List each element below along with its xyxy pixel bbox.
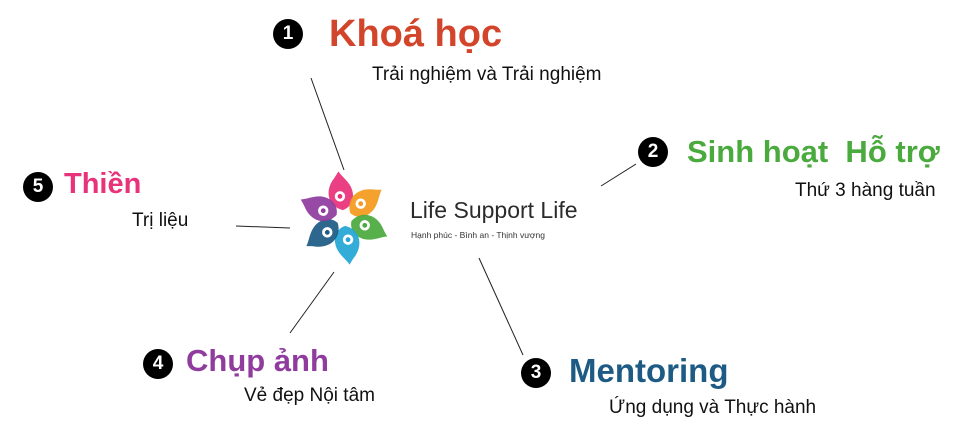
item-subtitle-5: Trị liệu	[132, 210, 189, 231]
item-subtitle-4: Vẻ đẹp Nội tâm	[244, 385, 375, 406]
connector-line-4	[289, 271, 335, 334]
item-subtitle-1: Trải nghiệm và Trải nghiệm	[372, 64, 602, 85]
logo-petal	[334, 225, 360, 265]
brand-name: Life Support Life	[410, 197, 578, 223]
logo-petal	[306, 219, 339, 247]
item-number-5: 5	[23, 172, 53, 202]
item-subtitle-2: Thứ 3 hàng tuần	[795, 180, 936, 201]
logo-petal	[351, 214, 388, 240]
item-title-3: Mentoring	[569, 352, 729, 389]
connector-line-5	[235, 225, 291, 229]
item-title-5: Thiền	[64, 168, 142, 200]
brand-tagline: Hạnh phúc - Bình an - Thịnh vượng	[411, 230, 545, 240]
item-title-4: Chụp ảnh	[186, 343, 329, 378]
connector-line-2	[600, 163, 637, 187]
item-title-2: Sinh hoạt Hỗ trợ	[687, 134, 940, 169]
item-number-3: 3	[521, 358, 551, 388]
logo-petal	[300, 196, 337, 222]
logo-petal	[349, 189, 382, 217]
item-title-1: Khoá học	[329, 13, 503, 55]
logo-petal	[328, 171, 354, 211]
logo-center	[338, 212, 350, 224]
item-subtitle-3: Ứng dụng và Thực hành	[609, 397, 817, 418]
item-number-1: 1	[273, 19, 303, 49]
item-number-2: 2	[638, 137, 668, 167]
connector-line-3	[478, 257, 524, 356]
connector-line-1	[310, 77, 345, 171]
flower-logo-icon	[300, 171, 388, 265]
item-number-4: 4	[143, 349, 173, 379]
